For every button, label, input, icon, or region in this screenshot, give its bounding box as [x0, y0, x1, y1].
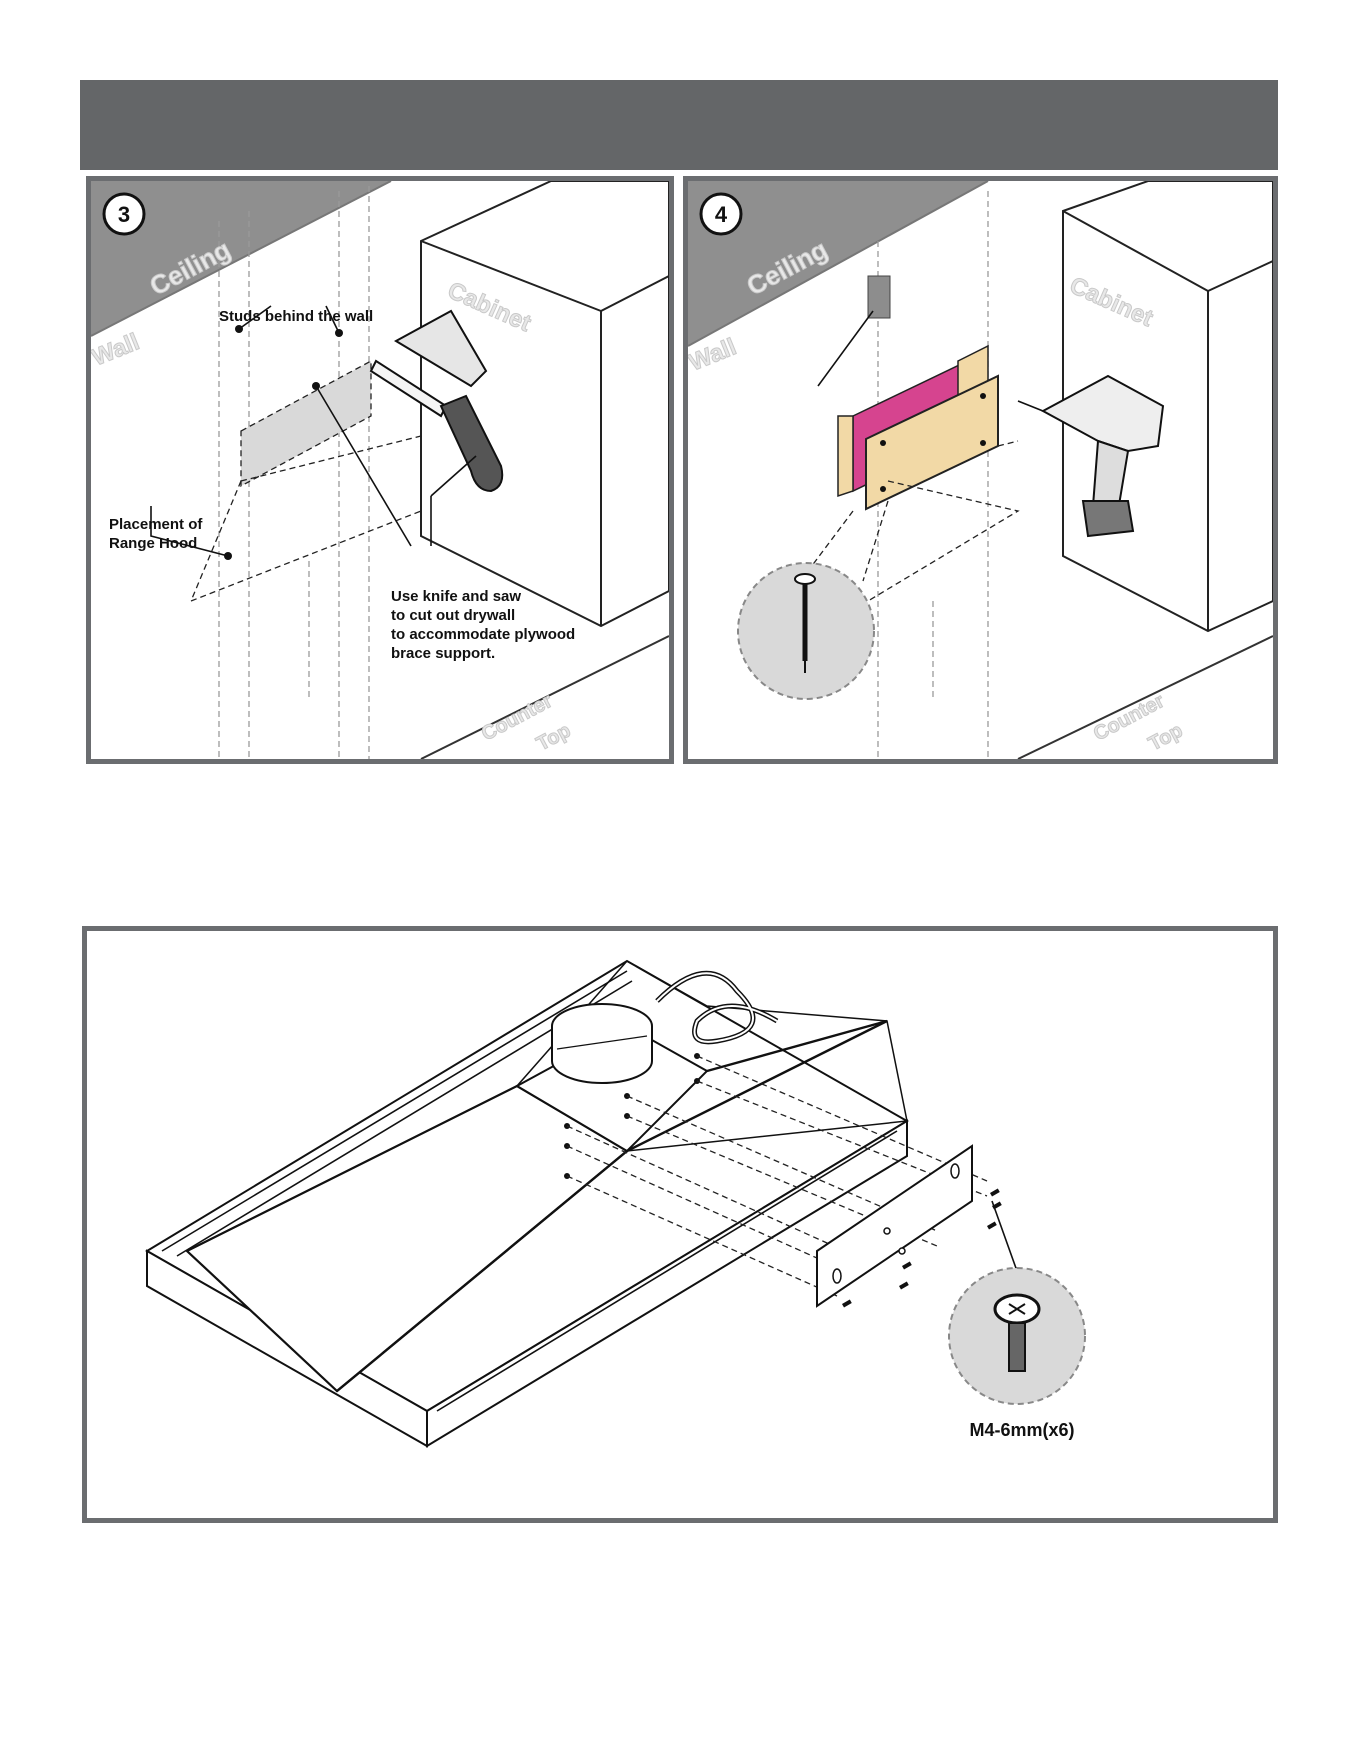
top-label: Top: [1145, 719, 1186, 755]
step-number: 3: [118, 202, 130, 227]
studs-label: Studs behind the wall: [219, 308, 373, 325]
screw-spec-label: M4-6mm(x6): [969, 1420, 1074, 1440]
placement-label-line-2: Range Hood: [109, 535, 197, 552]
cut-label-line-4: brace support.: [391, 645, 495, 662]
step-4-panel: Ceiling Wall Cabinet Counter Top 4: [683, 176, 1278, 764]
drywall-cutout: [241, 361, 371, 486]
cut-label-line-1: Use knife and saw: [391, 588, 521, 605]
step-number: 4: [715, 202, 728, 227]
top-label: Top: [533, 719, 574, 755]
wall-label: Wall: [91, 328, 143, 371]
step-4-illustration: Ceiling Wall Cabinet Counter Top 4: [688, 181, 1273, 759]
cut-label-line-2: to cut out drywall: [391, 607, 515, 624]
range-hood-panel: M4-6mm(x6): [82, 926, 1278, 1523]
hood-placement-outline: [191, 436, 421, 601]
range-hood-body: [147, 961, 907, 1446]
range-hood-illustration: M4-6mm(x6): [87, 931, 1273, 1518]
cut-label-line-3: to accommodate plywood: [391, 626, 575, 643]
duct-collar: [552, 1004, 652, 1083]
step-3-illustration: Ceiling Wall Cabinet Counter Top Studs b…: [91, 181, 669, 759]
section-header-bar: [80, 80, 1278, 170]
placement-label-line-1: Placement of: [109, 516, 203, 533]
wall-patch: [868, 276, 890, 318]
step-3-panel: Ceiling Wall Cabinet Counter Top Studs b…: [86, 176, 674, 764]
